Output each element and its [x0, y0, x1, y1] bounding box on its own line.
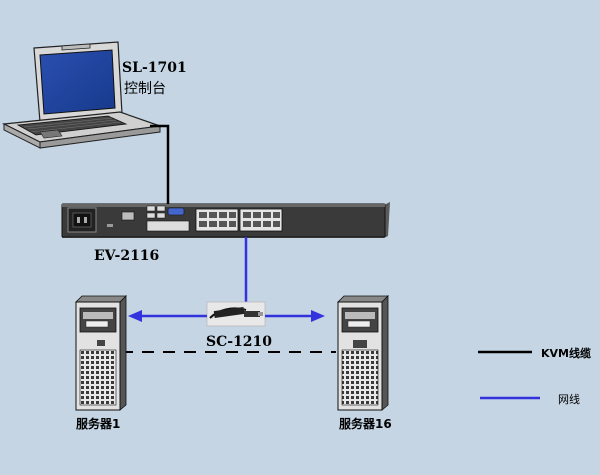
kvm-switch-device — [61, 202, 390, 238]
network-cable-left — [128, 310, 207, 322]
server-16-device — [337, 295, 389, 411]
kvm-cable-console — [150, 124, 170, 205]
console-device — [1, 41, 161, 149]
server-16-label: 服务器16 — [339, 417, 392, 431]
console-model-label: SL-1701 — [122, 60, 187, 76]
network-cable-right — [265, 310, 325, 322]
kvm-switch-model-label: EV-2116 — [94, 248, 160, 264]
console-name-label: 控制台 — [124, 81, 166, 97]
server-1-device — [75, 295, 127, 411]
adapter-model-label: SC-1210 — [206, 334, 273, 350]
legend-kvm-label: KVM线缆 — [541, 347, 591, 360]
legend-network-label: 网线 — [558, 393, 580, 406]
server-1-label: 服务器1 — [76, 417, 121, 431]
adapter-device — [206, 301, 266, 327]
